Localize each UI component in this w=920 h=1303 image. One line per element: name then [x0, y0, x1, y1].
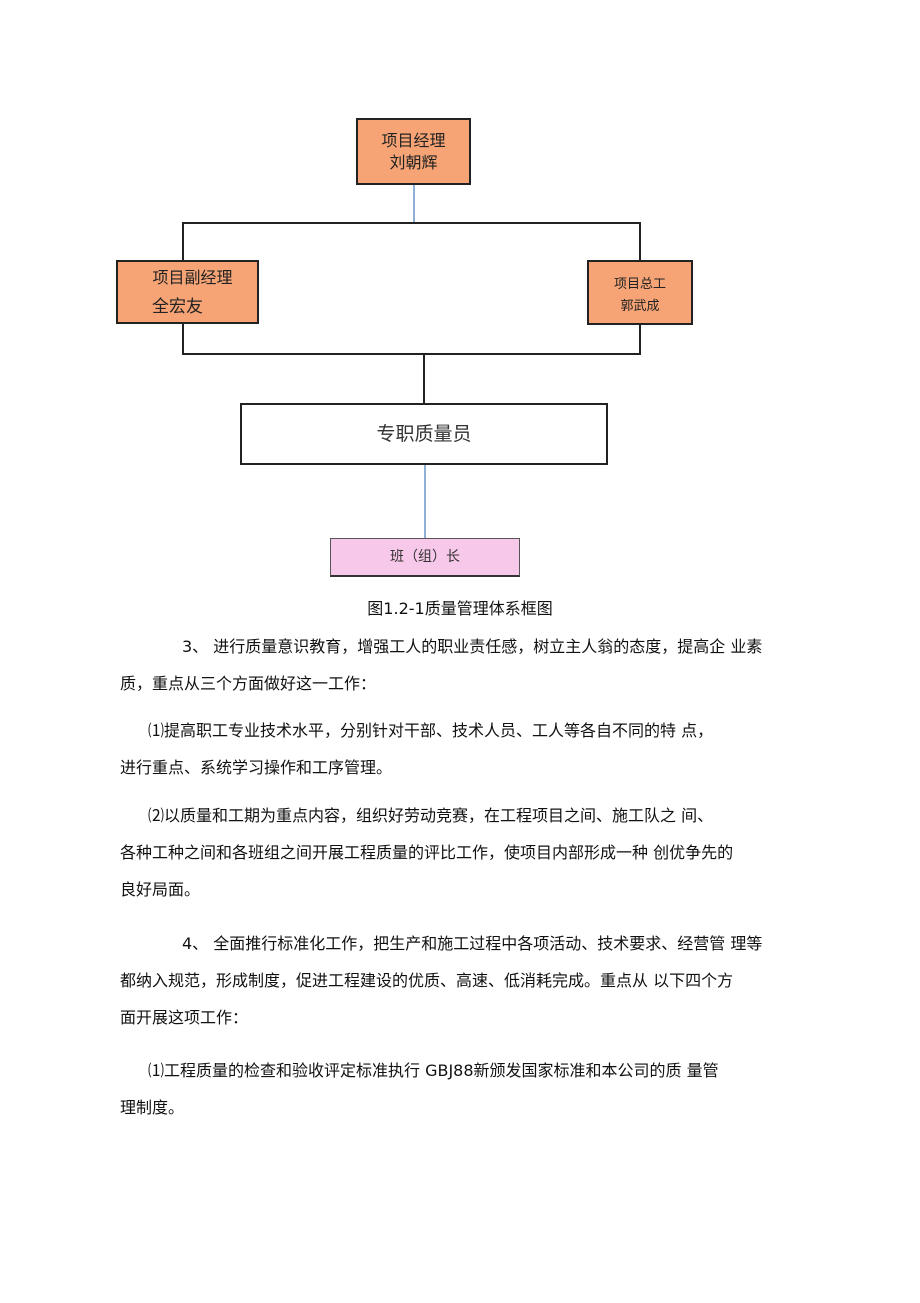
figure-caption: 图1.2-1质量管理体系框图	[367, 599, 553, 618]
chief-engineer-box: 项目总工 郭武成	[587, 260, 693, 325]
paragraph-line: 面开展这项工作：	[120, 1008, 249, 1027]
team-leader-box: 班（组）长	[330, 538, 520, 577]
paragraph-line: 良好局面。	[120, 880, 201, 899]
quality-officer-title: 专职质量员	[376, 423, 472, 445]
connector-to-quality	[423, 355, 425, 403]
quality-officer-box: 专职质量员	[240, 403, 608, 465]
bracket-left-top	[182, 222, 184, 260]
paragraph-3-1: ⑴提高职工专业技术水平，分别针对干部、技术人员、工人等各自不同的特 点， 进行重…	[120, 712, 790, 786]
paragraph-line: ⑴工程质量的检查和验收评定标准执行 GBJ88新颁发国家标准和本公司的质 量管	[148, 1061, 719, 1080]
bracket-right-top	[639, 222, 641, 260]
paragraph-line: ⑴提高职工专业技术水平，分别针对干部、技术人员、工人等各自不同的特 点，	[148, 721, 714, 740]
bracket-top	[182, 222, 641, 224]
paragraph-line: 理制度。	[120, 1098, 185, 1117]
paragraph-line: 3、 进行质量意识教育，增强工人的职业责任感，树立主人翁的态度，提高企 业素	[182, 637, 763, 656]
chief-engineer-title: 项目总工	[613, 277, 666, 292]
paragraph-line: ⑵以质量和工期为重点内容，组织好劳动竞赛，在工程项目之间、施工队之 间、	[148, 806, 714, 825]
paragraph-line: 进行重点、系统学习操作和工序管理。	[120, 758, 393, 777]
connector-to-team-leader	[424, 465, 426, 538]
chief-engineer-name: 郭武成	[620, 299, 660, 314]
paragraph-3: 3、 进行质量意识教育，增强工人的职业责任感，树立主人翁的态度，提高企 业素 质…	[120, 628, 790, 702]
paragraph-line: 各种工种之间和各班组之间开展工程质量的评比工作，使项目内部形成一种 创优争先的	[120, 843, 734, 862]
manager-name: 刘朝辉	[389, 153, 438, 172]
paragraph-4: 4、 全面推行标准化工作，把生产和施工过程中各项活动、技术要求、经营管 理等 都…	[120, 925, 790, 1036]
manager-title: 项目经理	[381, 131, 446, 150]
deputy-manager-title: 项目副经理	[152, 268, 233, 287]
deputy-manager-name: 全宏友	[152, 297, 203, 317]
manager-box: 项目经理 刘朝辉	[356, 118, 471, 185]
deputy-manager-box: 项目副经理 全宏友	[116, 260, 259, 324]
connector-manager	[413, 185, 415, 223]
paragraph-3-2: ⑵以质量和工期为重点内容，组织好劳动竞赛，在工程项目之间、施工队之 间、 各种工…	[120, 797, 790, 908]
bracket-right-bottom	[639, 325, 641, 355]
paragraph-line: 质，重点从三个方面做好这一工作：	[120, 674, 377, 693]
paragraph-line: 4、 全面推行标准化工作，把生产和施工过程中各项活动、技术要求、经营管 理等	[182, 934, 763, 953]
paragraph-4-1: ⑴工程质量的检查和验收评定标准执行 GBJ88新颁发国家标准和本公司的质 量管 …	[120, 1052, 790, 1126]
paragraph-line: 都纳入规范，形成制度，促进工程建设的优质、高速、低消耗完成。重点从 以下四个方	[120, 971, 734, 990]
bracket-bottom	[182, 353, 641, 355]
team-leader-title: 班（组）长	[390, 549, 460, 565]
bracket-left-bottom	[182, 324, 184, 355]
